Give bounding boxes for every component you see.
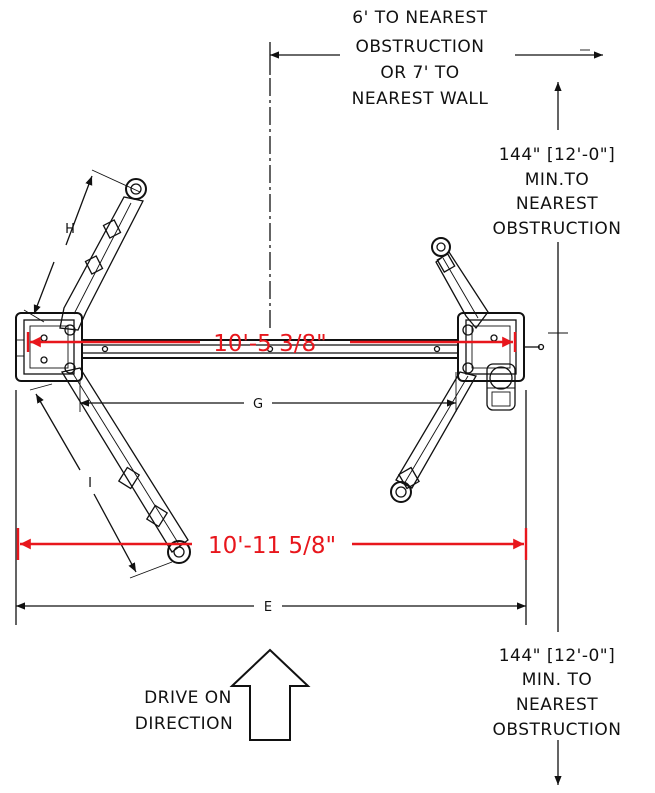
up-arrow-icon [229, 648, 311, 741]
top-note-line-1: 6' TO NEAREST [352, 8, 487, 28]
right-bottom-note-line-4: OBSTRUCTION [492, 720, 621, 740]
inner-width-label: 10'-5 3/8" [213, 331, 326, 357]
top-note-line-3: OR 7' TO [380, 63, 459, 83]
right-top-note-line-4: OBSTRUCTION [492, 219, 621, 239]
top-note-line-2: OBSTRUCTION [355, 37, 484, 57]
i-dimension: I [29, 383, 173, 579]
drive-direction-indicator: DRIVE ON DIRECTION [135, 648, 311, 741]
right-bottom-note-line-3: NEAREST [516, 695, 598, 715]
outer-width-label: 10'-11 5/8" [208, 533, 336, 559]
g-dimension-label: G [253, 397, 263, 412]
top-clearance-dimension: 6' TO NEAREST OBSTRUCTION OR 7' TO NEARE… [269, 8, 603, 109]
i-dimension-label: I [88, 476, 92, 491]
e-dimension-label: E [264, 600, 272, 615]
right-clearance-dimension: 144" [12'-0"] MIN.TO NEAREST OBSTRUCTION… [492, 82, 621, 785]
right-lower-lift-arm-icon [390, 371, 477, 503]
inner-width-red-dimension: 10'-5 3/8" [26, 331, 517, 357]
left-lower-lift-arm-icon [60, 367, 191, 564]
top-note-line-4: NEAREST WALL [352, 89, 489, 109]
e-dimension: E [15, 390, 527, 625]
right-top-note-line-3: NEAREST [516, 194, 598, 214]
right-bottom-note-line-1: 144" [12'-0"] [499, 646, 616, 666]
right-top-note-line-2: MIN.TO [525, 170, 590, 190]
right-upper-lift-arm-icon [431, 237, 489, 330]
left-lift-column-icon [15, 312, 83, 382]
crossbar-beam [82, 339, 458, 359]
left-upper-lift-arm-icon [59, 178, 147, 331]
g-dimension: G [79, 372, 457, 412]
right-lift-column-icon [457, 312, 545, 382]
outer-width-red-dimension: 10'-11 5/8" [16, 528, 528, 560]
h-dimension-label: H [65, 222, 75, 237]
h-dimension: H [23, 169, 141, 323]
right-top-note-line-1: 144" [12'-0"] [499, 145, 616, 165]
drive-note-line-1: DRIVE ON [144, 688, 232, 708]
drive-note-line-2: DIRECTION [135, 714, 234, 734]
power-unit-motor-icon [486, 363, 516, 411]
right-bottom-note-line-2: MIN. TO [522, 670, 592, 690]
